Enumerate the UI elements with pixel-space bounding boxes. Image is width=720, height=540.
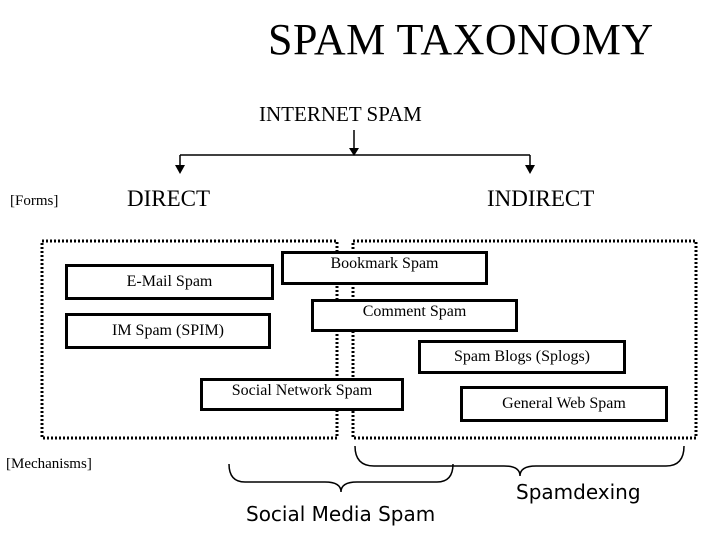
social-media-brace xyxy=(228,463,454,493)
arrow-indirect xyxy=(525,165,535,174)
indirect-branch: INDIRECT xyxy=(487,186,595,211)
splogs-box: Spam Blogs (Splogs) xyxy=(418,340,626,374)
page-title: SPAM TAXONOMY xyxy=(268,15,654,64)
arrow-direct xyxy=(175,165,185,174)
spamdexing-label: Spamdexing xyxy=(516,480,641,504)
indirect-region xyxy=(351,239,698,440)
bookmark-spam-box: Bookmark Spam xyxy=(281,251,488,285)
general-web-spam-box: General Web Spam xyxy=(460,386,668,422)
forms-label: [Forms] xyxy=(10,193,59,209)
social-network-spam-label: Social Network Spam xyxy=(231,382,373,399)
comment-spam-box: Comment Spam xyxy=(311,299,518,332)
root-node: INTERNET SPAM xyxy=(259,102,422,126)
general-web-spam-label: General Web Spam xyxy=(502,395,626,412)
email-spam-label: E-Mail Spam xyxy=(126,273,213,290)
spamdexing-brace xyxy=(354,445,685,477)
comment-spam-label: Comment Spam xyxy=(362,303,467,320)
bookmark-spam-label: Bookmark Spam xyxy=(330,255,439,272)
arrow-root xyxy=(349,148,359,156)
direct-region xyxy=(40,239,339,440)
mechanisms-label: [Mechanisms] xyxy=(6,456,92,472)
social-network-spam-box: Social Network Spam xyxy=(200,378,404,411)
splogs-label: Spam Blogs (Splogs) xyxy=(453,348,590,365)
im-spam-label: IM Spam (SPIM) xyxy=(111,322,224,339)
im-spam-box: IM Spam (SPIM) xyxy=(65,313,271,349)
email-spam-box: E-Mail Spam xyxy=(65,264,274,300)
social-media-spam-label: Social Media Spam xyxy=(246,502,436,526)
direct-branch: DIRECT xyxy=(127,186,211,211)
